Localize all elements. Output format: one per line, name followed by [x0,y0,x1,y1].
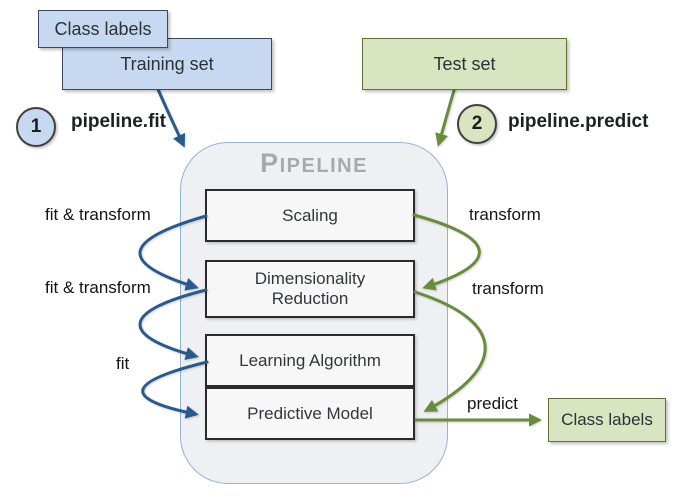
step-learning-algorithm: Learning Algorithm [205,334,415,387]
class-labels-input-label: Class labels [54,18,152,39]
step-scaling-label: Scaling [282,205,338,225]
class-labels-output-box: Class labels [548,398,666,442]
step-learning-algorithm-label: Learning Algorithm [239,350,381,370]
test-set-box: Test set [362,38,567,90]
arrow-testset-to-pipeline [435,85,457,147]
test-set-label: Test set [433,53,496,74]
pipeline-title: Pipeline [260,148,368,178]
step-predictive-model: Predictive Model [205,387,415,440]
step-predictive-model-label: Predictive Model [247,403,373,423]
step-dimensionality-reduction: Dimensionality Reduction [205,260,415,318]
predict-label: predict [467,394,519,413]
class-labels-output-label: Class labels [561,410,653,429]
step2-circle: 2 [457,104,497,144]
step1-number: 1 [30,116,42,137]
step-dimensionality-reduction-label: Dimensionality Reduction [254,269,366,308]
transform-label-2: transform [472,279,544,298]
class-labels-input-box: Class labels [38,10,168,48]
transform-label-1: transform [469,205,541,224]
fit-transform-label-2: fit & transform [45,278,151,297]
step-scaling: Scaling [205,189,415,242]
step2-number: 2 [471,113,483,134]
pipeline-predict-label: pipeline.predict [508,111,649,132]
step1-circle: 1 [16,107,56,147]
fit-label: fit [116,354,130,373]
training-set-label: Training set [120,53,214,74]
pipeline-fit-label: pipeline.fit [71,111,166,132]
fit-transform-label-1: fit & transform [45,205,151,224]
